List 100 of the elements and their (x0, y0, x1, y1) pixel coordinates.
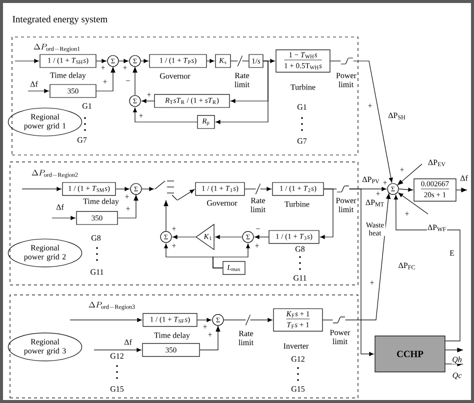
sign-label: + (400, 168, 404, 172)
arrow (96, 58, 106, 63)
generator-label: G15 (291, 386, 305, 392)
generator-label: G1 (82, 103, 92, 109)
block-caption: Time delay (154, 332, 190, 340)
title: Integrated energy system (12, 16, 108, 24)
sign-label: + (147, 92, 151, 96)
sign-label: + (405, 212, 409, 216)
arrow (142, 98, 154, 103)
arrow (118, 194, 138, 218)
arrow (118, 58, 128, 63)
sign-label: + (203, 324, 207, 328)
sign-label: + (255, 244, 259, 248)
signal-line (244, 188, 256, 190)
block-caption: Rate limit (238, 330, 254, 346)
sign-label: + (123, 66, 127, 70)
block-caption: Turbine (290, 84, 316, 90)
arrow (206, 58, 214, 63)
arrow (28, 88, 49, 93)
edge-label: ΔP$_{PV}$ (362, 176, 380, 184)
sign-label: + (125, 194, 129, 198)
arrow (94, 348, 142, 352)
edge-label: ΔP$_{FC}$ (398, 262, 416, 270)
arrow (116, 186, 130, 191)
generator-label: G8 (91, 235, 101, 241)
generator-label: G15 (110, 386, 124, 392)
power-limit-symbol (340, 58, 354, 64)
arrow (250, 318, 272, 322)
rate-limit-symbol (245, 314, 251, 326)
arrow (215, 234, 242, 239)
generator-label: G1 (297, 104, 306, 110)
sign-label: + (376, 192, 380, 196)
sign-label: + (370, 280, 374, 284)
switch-symbol (154, 180, 178, 200)
arrow (394, 194, 460, 342)
arrow (445, 348, 464, 352)
sign-label: + (383, 180, 387, 184)
generator-label: G11 (294, 275, 306, 281)
arrow (254, 234, 269, 239)
dashed-region-frame (12, 36, 358, 156)
edge-label: ΔP$_{WF}$ (426, 224, 448, 232)
block-caption: Rate limit (250, 198, 266, 212)
rate-limit-symbol (255, 183, 261, 195)
sign-label: − (126, 80, 130, 81)
arrow (260, 186, 272, 191)
edge-label: Δf (30, 80, 38, 88)
arrow (212, 244, 250, 268)
block-caption: Rate limit (234, 72, 250, 88)
arrow (197, 318, 212, 322)
arrow (70, 318, 142, 322)
arrow (142, 186, 154, 191)
edge-label: Qh (452, 356, 462, 364)
generator-label: G11 (90, 269, 104, 275)
arrow (133, 108, 198, 122)
arrow (140, 58, 148, 63)
block-caption: Governor (160, 73, 190, 79)
arrow (398, 192, 428, 214)
edge-label: Δf (124, 338, 132, 346)
block-caption: Power limit (330, 330, 350, 344)
sign-label: + (126, 206, 130, 210)
sign-label: + (139, 114, 143, 118)
block-caption: Power limit (336, 72, 356, 88)
arrow (349, 188, 374, 356)
block-caption: Power limit (336, 198, 356, 212)
sign-label: + (172, 226, 176, 230)
generator-label: G12 (110, 353, 124, 359)
arrow (345, 192, 391, 320)
rate-limit-symbol (237, 55, 243, 67)
block-caption: Governor (207, 200, 238, 206)
arrow (172, 234, 196, 239)
sign-label: + (208, 332, 212, 336)
edge-label: ΔP$_{EV}$ (427, 159, 447, 167)
arrow (216, 60, 268, 124)
edge-label: $\Delta P_{\mathrm{ord-Region2}}$ (30, 169, 80, 179)
sign-label: − (256, 228, 260, 229)
dashed-region-frame (10, 294, 358, 398)
edge-label: Qc (452, 372, 462, 380)
block-caption: Inverter (284, 343, 309, 349)
arrow (22, 186, 62, 191)
cchp-block: CCHP (374, 336, 446, 372)
signal-line (330, 60, 341, 62)
block-caption: Time delay (83, 198, 119, 206)
block-caption: Turbine (284, 201, 310, 207)
arrow (398, 188, 413, 192)
edge-label: $\Delta P_{\mathrm{ord-Region1}}$ (32, 43, 82, 53)
arrow (320, 188, 334, 239)
edge-label: Δf (460, 174, 468, 182)
power-limit-symbol (336, 186, 350, 192)
sign-label: + (172, 244, 176, 248)
arrow (14, 58, 39, 63)
edge-label: Δf (56, 204, 64, 210)
edge-label: ΔP$_{SH}$ (388, 112, 406, 120)
generator-label: G12 (291, 356, 304, 362)
arrow (96, 66, 116, 92)
dashed-region-frame (10, 162, 358, 286)
block-caption: Time delay (50, 72, 86, 80)
generator-label: G7 (297, 138, 307, 144)
signal-line (230, 60, 238, 62)
arrow (52, 216, 76, 220)
sign-label: + (103, 80, 107, 84)
